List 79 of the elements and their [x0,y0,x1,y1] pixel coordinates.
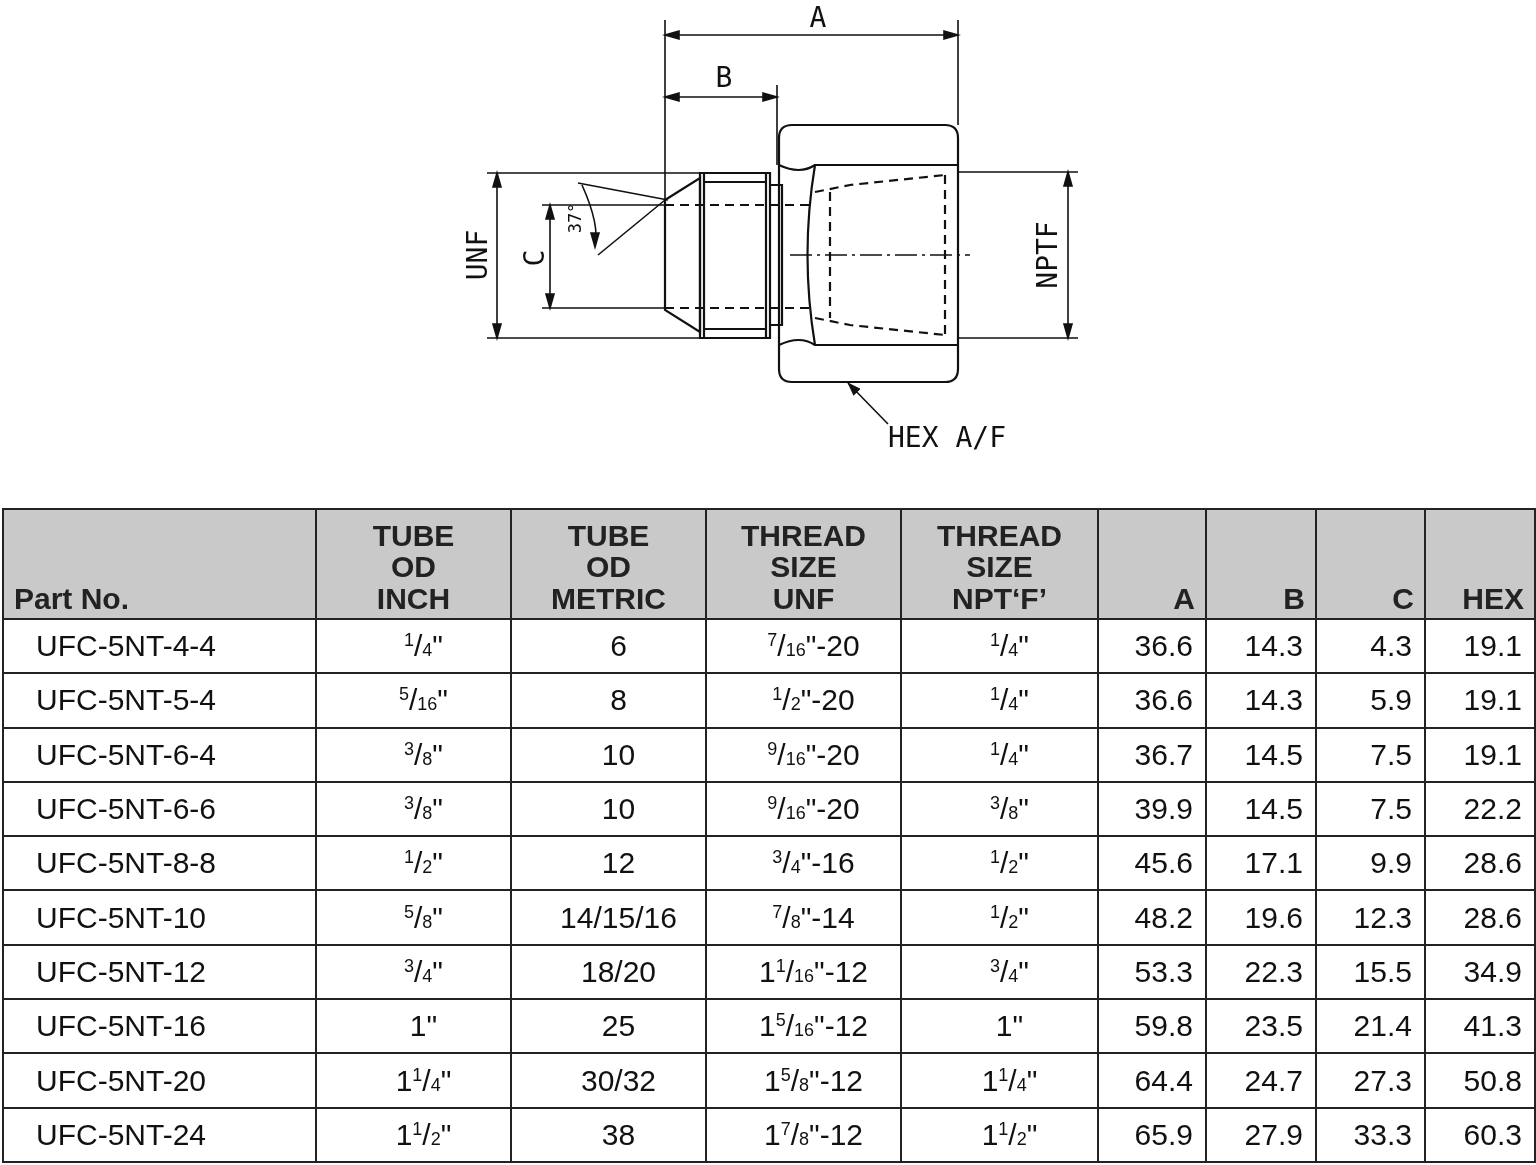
leader-line [847,382,889,425]
table-cell: 28.6 [1463,846,1522,881]
table-cell: 23.5 [1244,1009,1303,1044]
table-cell: 15.5 [1353,954,1412,989]
table-cell: 7.5 [1370,737,1412,772]
table-cell: 48.2 [1134,900,1193,935]
table-cell: UFC-5NT-16 [36,1009,207,1044]
dimension-label: C [521,249,549,267]
table-cell: 9.9 [1370,846,1412,881]
table-cell: UFC-5NT-20 [36,1063,207,1098]
dimension-label: UNF [464,229,492,281]
table-cell: 14/15/16 [560,900,677,935]
table-cell: UFC-5NT-5-4 [36,683,216,718]
table-cell: 19.1 [1463,737,1522,772]
table-cell: 14.5 [1244,737,1303,772]
table-cell: 1" [409,1009,438,1044]
table-cell: 8 [610,683,627,718]
table-cell: 30/32 [580,1063,657,1098]
column-header: A [1173,582,1195,614]
table-cell: 39.9 [1134,792,1193,827]
table-cell: 14.5 [1244,792,1303,827]
dimension-label: A [809,4,827,32]
table-cell: 36.6 [1134,629,1193,664]
table-cell: 22.3 [1244,954,1303,989]
table-cell: 14.3 [1244,683,1303,718]
table-cell: 36.7 [1134,737,1193,772]
table-cell: 22.2 [1463,792,1522,827]
callout-label: HEX A/F [888,421,1006,454]
table-cell: 59.8 [1134,1009,1193,1044]
column-header: THREAD SIZE UNF [741,519,866,614]
table-cell: 19.6 [1244,900,1303,935]
table-cell: UFC-5NT-10 [36,900,207,935]
table-cell: 65.9 [1134,1117,1193,1152]
table-cell: 7.5 [1370,792,1412,827]
table-cell: 36.6 [1134,683,1193,718]
table-cell: 64.4 [1134,1063,1193,1098]
dimension-label: 37° [566,202,584,234]
table-cell: 1" [995,1009,1024,1044]
table-cell: 14.3 [1244,629,1303,664]
table-cell: 12 [601,846,636,881]
table-cell: UFC-5NT-4-4 [36,629,216,664]
table-cell: UFC-5NT-24 [36,1117,207,1152]
table-cell: 45.6 [1134,846,1193,881]
table-cell: UFC-5NT-6-4 [36,737,216,772]
table-cell: 50.8 [1463,1063,1522,1098]
table-cell: 19.1 [1463,683,1522,718]
table-cell: 27.9 [1244,1117,1303,1152]
dimension-label: B [715,64,733,92]
table-cell: 5.9 [1370,683,1412,718]
table-cell: 12.3 [1353,900,1412,935]
table-cell: 38 [601,1117,636,1152]
column-header: THREAD SIZE NPT‘F’ [937,519,1062,614]
table-cell: 28.6 [1463,900,1522,935]
table-cell: 34.9 [1463,954,1522,989]
table-cell: 17.1 [1244,846,1303,881]
dimension-label: NPTF [1034,221,1062,289]
column-header: HEX [1462,582,1524,614]
table-cell: 25 [601,1009,636,1044]
table-cell: 60.3 [1463,1117,1522,1152]
table-cell: 4.3 [1370,629,1412,664]
table-cell: 27.3 [1353,1063,1412,1098]
table-cell: 24.7 [1244,1063,1303,1098]
table-cell: 53.3 [1134,954,1193,989]
table-cell: 10 [601,792,636,827]
column-header: TUBE OD INCH [372,519,455,614]
table-cell: UFC-5NT-12 [36,954,207,989]
table-cell: 21.4 [1353,1009,1412,1044]
column-header: TUBE OD METRIC [551,519,666,614]
column-header: Part No. [14,582,130,614]
table-cell: 41.3 [1463,1009,1522,1044]
table-cell: 6 [610,629,627,664]
table-cell: 10 [601,737,636,772]
table-cell: UFC-5NT-6-6 [36,792,216,827]
column-header: C [1392,582,1414,614]
table-cell: UFC-5NT-8-8 [36,846,216,881]
table-cell: 33.3 [1353,1117,1412,1152]
table-cell: 19.1 [1463,629,1522,664]
table-cell: 18/20 [580,954,657,989]
column-header: B [1283,582,1305,614]
